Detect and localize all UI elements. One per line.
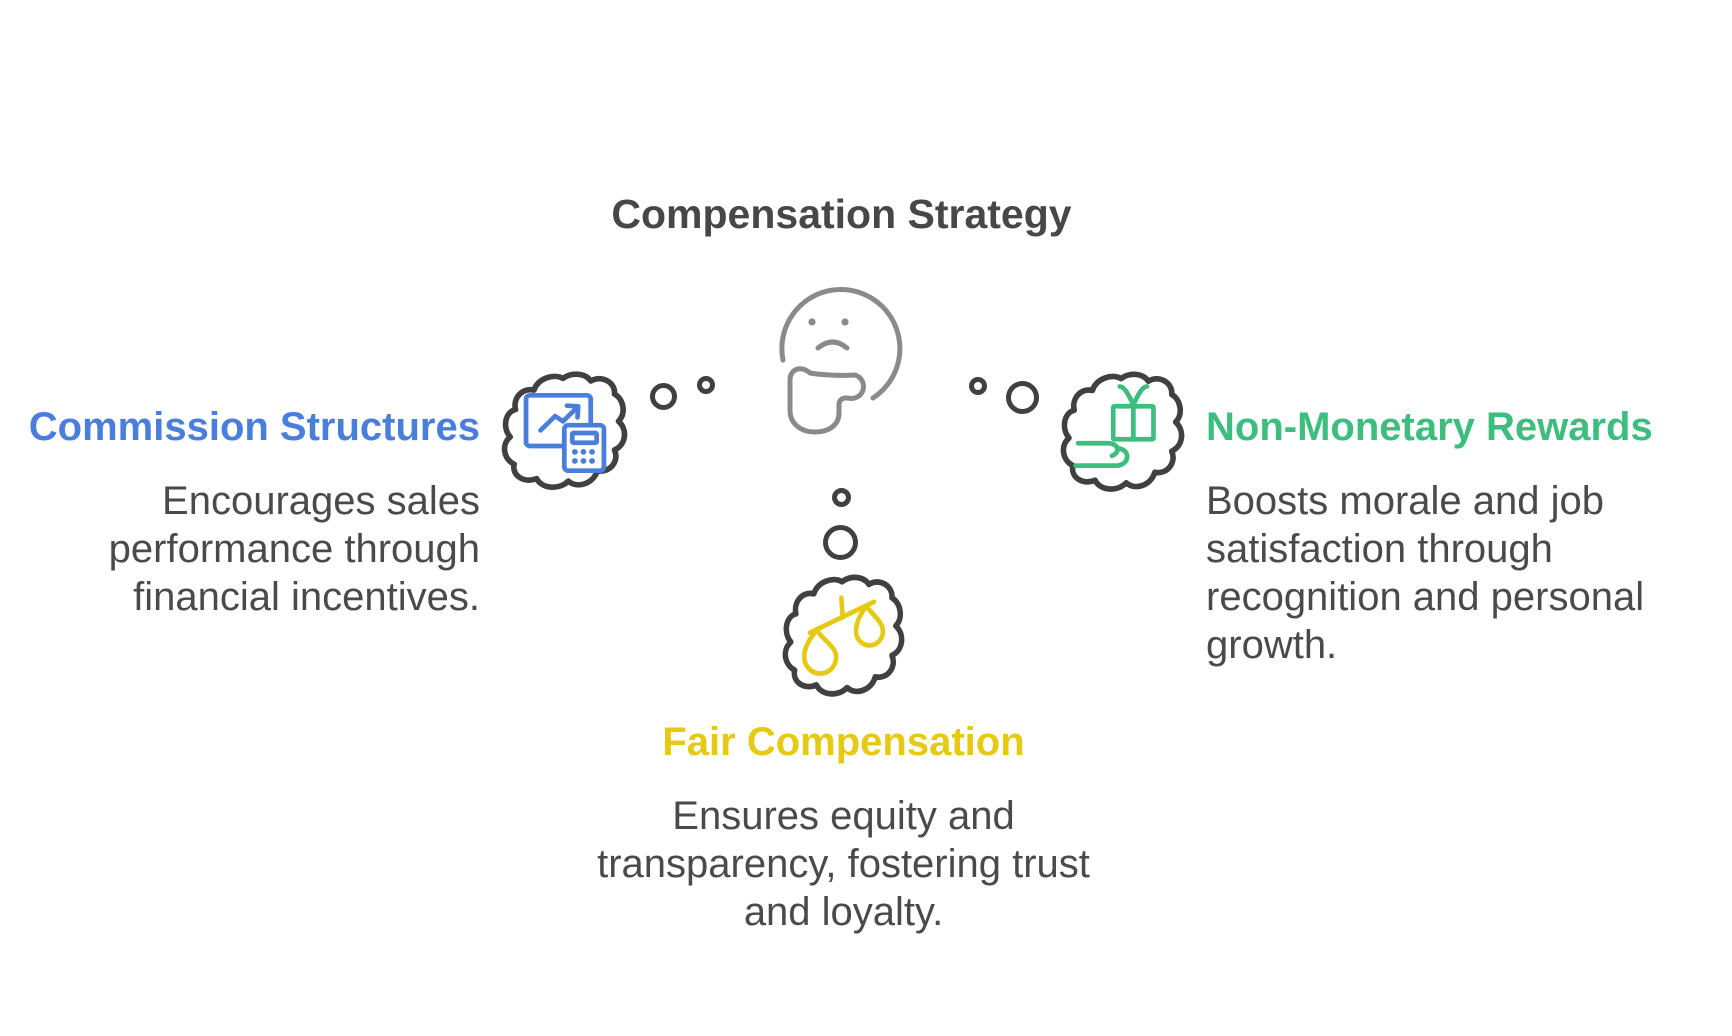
node-heading: Commission Structures — [28, 405, 480, 449]
thought-cloud-right — [1060, 371, 1185, 492]
gift-in-hand-icon — [1073, 384, 1156, 469]
thought-trail-circle — [1006, 381, 1039, 414]
thought-trail-circle — [832, 488, 851, 507]
balance-scale-icon — [801, 595, 886, 676]
node-fair-compensation: Fair Compensation Ensures equity and tra… — [561, 718, 1126, 936]
chart-calculator-icon — [523, 392, 607, 474]
thought-cloud-bottom — [782, 574, 905, 697]
diagram-title: Compensation Strategy — [611, 191, 1072, 237]
node-description: Encourages sales performance through fin… — [108, 479, 480, 619]
thought-trail-circle — [969, 377, 987, 395]
thought-trail-circle — [650, 383, 677, 410]
node-commission-structures: Commission Structures Encourages sales p… — [16, 403, 480, 621]
node-heading: Non-Monetary Rewards — [1206, 405, 1653, 449]
node-description: Boosts morale and job satisfaction throu… — [1206, 479, 1645, 667]
node-non-monetary-rewards: Non-Monetary Rewards Boosts morale and j… — [1206, 403, 1706, 669]
thought-trail-circle — [823, 525, 858, 560]
thought-trail-circle — [697, 376, 715, 394]
node-heading: Fair Compensation — [662, 720, 1025, 764]
thought-cloud-left — [501, 371, 628, 490]
node-description: Ensures equity and transparency, fosteri… — [597, 794, 1090, 934]
thinking-face-icon — [779, 287, 903, 435]
